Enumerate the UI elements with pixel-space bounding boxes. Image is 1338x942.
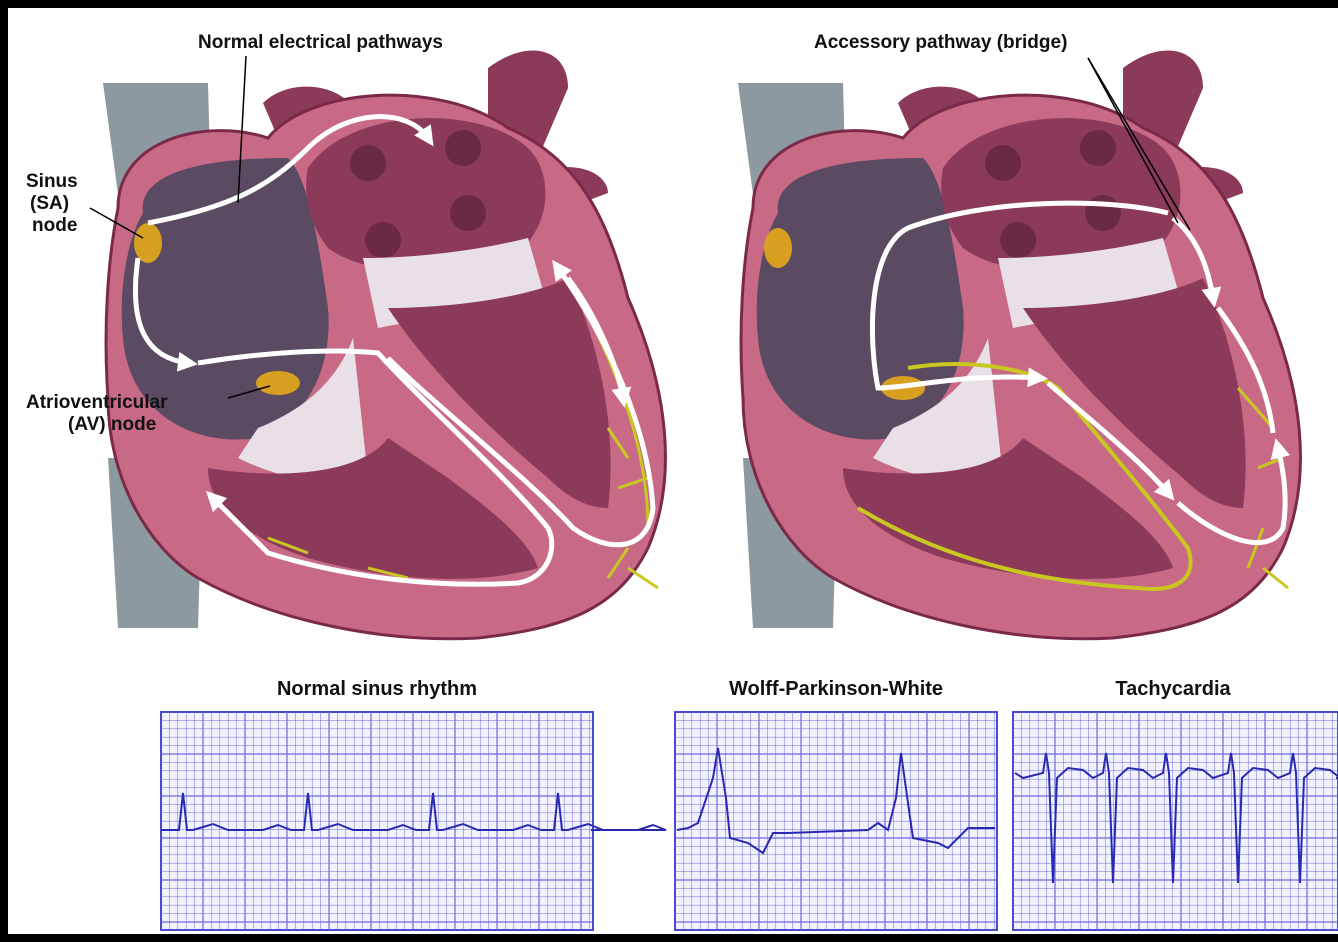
ecg-grid-wpw xyxy=(675,712,997,930)
ecg-strips xyxy=(8,8,1338,934)
illustration-frame: Normal electrical pathways Sinus (SA) no… xyxy=(8,8,1338,934)
ecg-grid-normal xyxy=(161,712,593,930)
